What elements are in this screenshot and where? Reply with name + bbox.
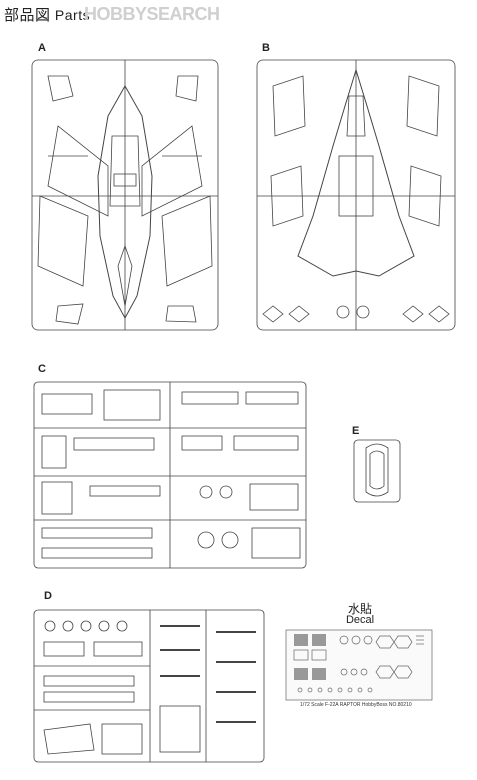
sprue-c-drawing bbox=[33, 381, 307, 569]
title-cn: 部品図 bbox=[4, 6, 51, 24]
section-label-e: E bbox=[352, 425, 360, 437]
title-en: Parts bbox=[54, 7, 91, 23]
sprue-e-drawing bbox=[353, 439, 401, 503]
section-label-a: A bbox=[38, 42, 46, 54]
page-title: 部品図 Parts bbox=[4, 4, 90, 25]
sprue-d-drawing bbox=[33, 609, 265, 763]
section-label-b: B bbox=[262, 42, 270, 54]
decal-label-en: Decal bbox=[345, 614, 375, 626]
decal-caption: 1/72 Scale F-22A RAPTOR HobbyBoss NO.802… bbox=[300, 702, 412, 708]
section-label-d: D bbox=[44, 590, 52, 602]
watermark-logo: HOBBYSEARCH bbox=[84, 4, 220, 24]
section-label-c: C bbox=[38, 363, 46, 375]
sprue-a-drawing bbox=[31, 59, 219, 331]
decal-sheet bbox=[285, 629, 433, 701]
decal-label-cn: 水貼 bbox=[347, 602, 372, 616]
sprue-b-drawing bbox=[256, 59, 456, 331]
